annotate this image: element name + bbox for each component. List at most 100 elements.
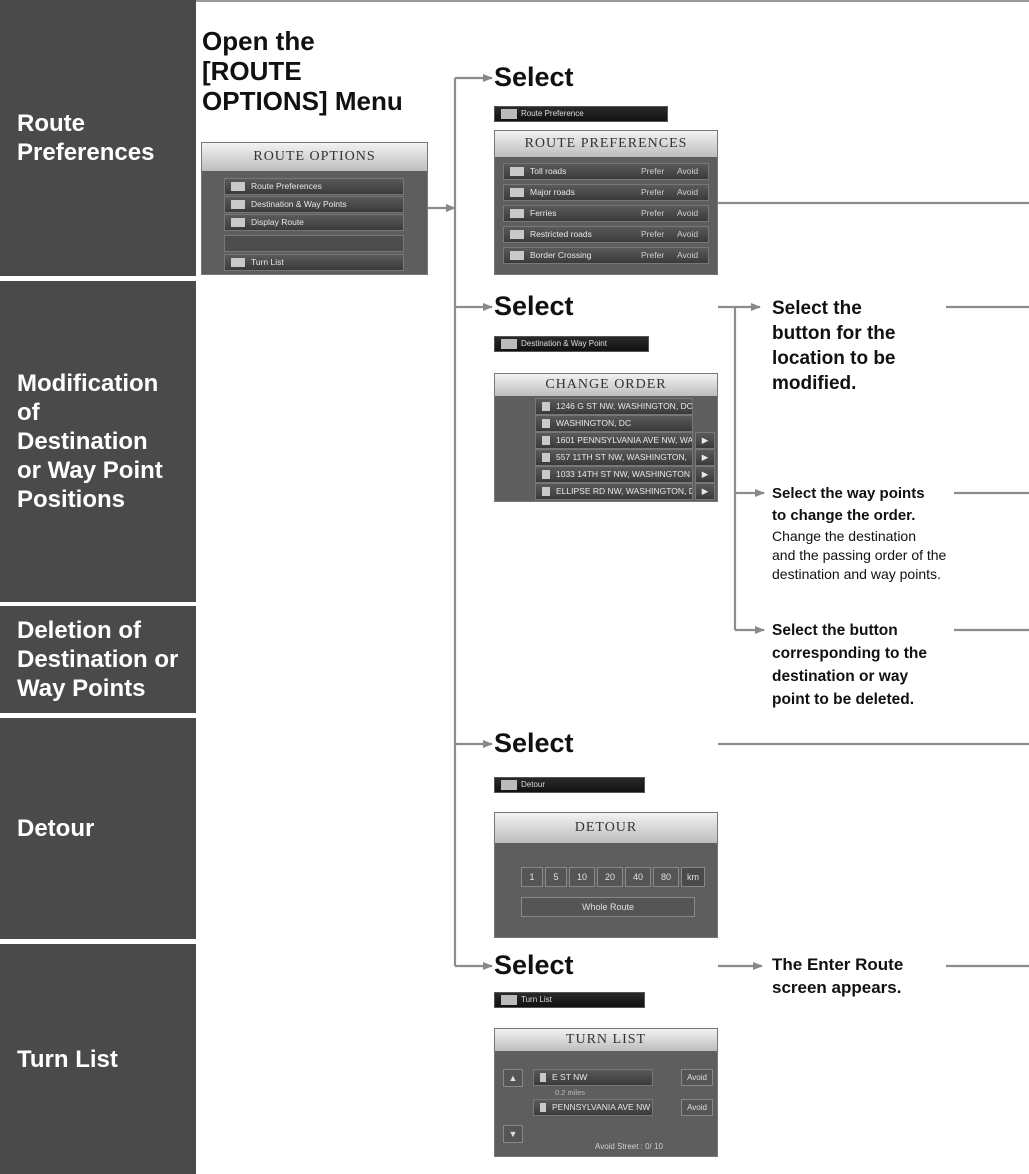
section-detour: Detour: [0, 718, 196, 939]
section-label: Route Preferences: [17, 110, 155, 166]
magnifier-icon: [231, 218, 245, 228]
avoid-option[interactable]: Avoid: [677, 187, 699, 197]
list-icon: [231, 258, 245, 268]
detour-screen: DETOUR 1 5 10 20 40 80 km Whole Route: [494, 812, 718, 938]
avoid-option[interactable]: Avoid: [677, 208, 699, 218]
restricted-icon: [510, 230, 524, 240]
destination-row[interactable]: WASHINGTON, DC: [535, 415, 693, 432]
pin-icon: [542, 487, 550, 497]
distance-10[interactable]: 10: [569, 867, 595, 887]
turn-list-screen: TURN LIST ▲ ▼ E ST NW 0.2 miles PENNSYLV…: [494, 1028, 718, 1157]
straight-arrow-icon: [540, 1073, 546, 1083]
scroll-up-button[interactable]: ▲: [503, 1069, 523, 1087]
section-route-preferences: Route Preferences: [0, 0, 196, 276]
border-icon: [510, 251, 524, 261]
avoid-street-counter: Avoid Street : 0/ 10: [595, 1142, 663, 1151]
delete-arrow-button[interactable]: ▶: [695, 432, 715, 449]
prefer-option[interactable]: Prefer: [641, 250, 665, 260]
delete-arrow-button[interactable]: ▶: [695, 449, 715, 466]
prefer-option[interactable]: Prefer: [641, 166, 665, 176]
distance-80[interactable]: 80: [653, 867, 679, 887]
destination-row[interactable]: 1246 G ST NW, WASHINGTON, DC: [535, 398, 693, 415]
screen-title: ROUTE PREFERENCES: [495, 131, 717, 157]
road-icon: [510, 188, 524, 198]
turn-distance: 0.2 miles: [555, 1088, 586, 1097]
avoid-option[interactable]: Avoid: [677, 229, 699, 239]
screen-title: ROUTE OPTIONS: [202, 143, 427, 171]
turn-list-button[interactable]: Turn List: [494, 992, 645, 1008]
pref-row[interactable]: Ferries: [503, 205, 709, 222]
prefer-option[interactable]: Prefer: [641, 208, 665, 218]
route-options-screen: ROUTE OPTIONS Route Preferences Destinat…: [201, 142, 428, 275]
note-waypoints: Select the way points to change the orde…: [772, 485, 925, 524]
menu-item-destination-way-points[interactable]: Destination & Way Points: [224, 196, 404, 213]
distance-5[interactable]: 5: [545, 867, 567, 887]
section-modification: Modification of Destination or Way Point…: [0, 281, 196, 602]
route-preference-button[interactable]: Route Preference: [494, 106, 668, 122]
pref-row[interactable]: Toll roads: [503, 163, 709, 180]
menu-item-disabled: [224, 235, 404, 252]
pin-icon: [542, 436, 550, 446]
distance-40[interactable]: 40: [625, 867, 651, 887]
menu-item-turn-list[interactable]: Turn List: [224, 254, 404, 271]
distance-unit: km: [681, 867, 705, 887]
avoid-option[interactable]: Avoid: [677, 250, 699, 260]
note-enter-route: The Enter Route screen appears.: [772, 955, 904, 997]
screen-title: DETOUR: [495, 813, 717, 843]
avoid-button[interactable]: Avoid: [681, 1069, 713, 1086]
section-label: Detour: [17, 815, 95, 842]
destination-row[interactable]: 1033 14TH ST NW, WASHINGTON: [535, 466, 693, 483]
screen-title: TURN LIST: [495, 1029, 717, 1051]
route-preferences-screen: ROUTE PREFERENCES Toll roads Major roads…: [494, 130, 718, 275]
select-label: Select: [494, 950, 574, 980]
turn-row[interactable]: E ST NW: [533, 1069, 653, 1086]
route-icon: [231, 182, 245, 192]
pref-row[interactable]: Border Crossing: [503, 247, 709, 264]
distance-20[interactable]: 20: [597, 867, 623, 887]
turn-row[interactable]: PENNSYLVANIA AVE NW: [533, 1099, 653, 1116]
destination-row[interactable]: 1601 PENNSYLVANIA AVE NW, WA: [535, 432, 693, 449]
destination-row[interactable]: 557 11TH ST NW, WASHINGTON,: [535, 449, 693, 466]
list-icon: [501, 994, 517, 1005]
select-label: Select: [494, 728, 574, 758]
screen-title: CHANGE ORDER: [495, 374, 717, 396]
select-label: Select: [494, 291, 574, 321]
toll-icon: [510, 167, 524, 177]
menu-item-route-preferences[interactable]: Route Preferences: [224, 178, 404, 195]
pin-icon: [542, 402, 550, 412]
section-label: Modification of Destination or Way Point…: [17, 370, 163, 513]
route-icon: [501, 108, 517, 119]
note-waypoints-detail: Change the destination and the passing o…: [772, 528, 947, 582]
section-label: Deletion of Destination or Way Points: [17, 617, 179, 702]
detour-icon: [501, 779, 517, 790]
prefer-option[interactable]: Prefer: [641, 187, 665, 197]
pin-icon: [542, 470, 550, 480]
delete-arrow-button[interactable]: ▶: [695, 466, 715, 483]
section-label: Turn List: [17, 1045, 118, 1073]
waypoints-icon: [231, 200, 245, 210]
pref-row[interactable]: Restricted roads: [503, 226, 709, 243]
pref-row[interactable]: Major roads: [503, 184, 709, 201]
waypoints-icon: [501, 338, 517, 349]
scroll-down-button[interactable]: ▼: [503, 1125, 523, 1143]
avoid-option[interactable]: Avoid: [677, 166, 699, 176]
step-open-menu: Open the [ROUTE OPTIONS] Menu: [202, 26, 403, 116]
note-modify: Select the button for the location to be…: [772, 298, 896, 394]
menu-item-display-route[interactable]: Display Route: [224, 214, 404, 231]
prefer-option[interactable]: Prefer: [641, 229, 665, 239]
section-turn-list: Turn List: [0, 944, 196, 1174]
destination-waypoint-button[interactable]: Destination & Way Point: [494, 336, 649, 352]
note-delete: Select the button corresponding to the d…: [772, 622, 927, 708]
select-label: Select: [494, 62, 574, 92]
ferry-icon: [510, 209, 524, 219]
pin-icon: [542, 453, 550, 463]
delete-arrow-button[interactable]: ▶: [695, 483, 715, 500]
distance-1[interactable]: 1: [521, 867, 543, 887]
detour-button[interactable]: Detour: [494, 777, 645, 793]
avoid-button[interactable]: Avoid: [681, 1099, 713, 1116]
change-order-screen: CHANGE ORDER 1246 G ST NW, WASHINGTON, D…: [494, 373, 718, 502]
whole-route-button[interactable]: Whole Route: [521, 897, 695, 917]
section-deletion: Deletion of Destination or Way Points: [0, 606, 196, 713]
destination-row[interactable]: ELLIPSE RD NW, WASHINGTON, D: [535, 483, 693, 500]
